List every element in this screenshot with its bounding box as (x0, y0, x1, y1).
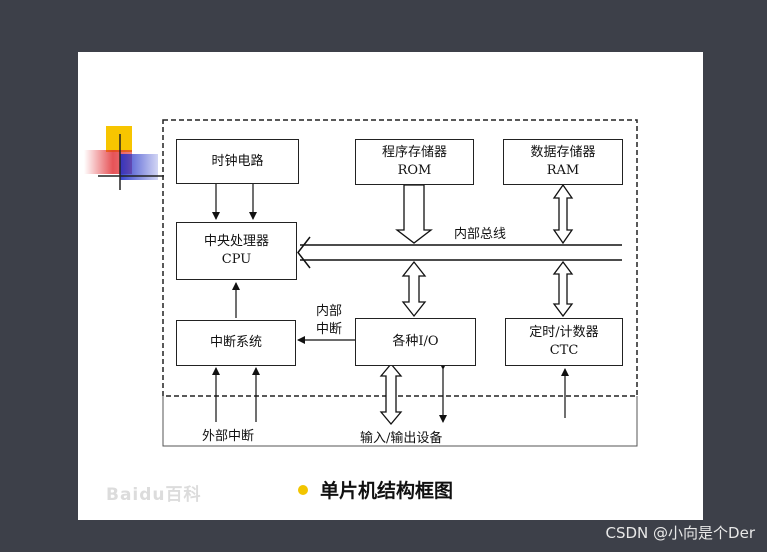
rom-bus-arrow (395, 184, 433, 244)
cpu-sublabel: CPU (221, 252, 252, 267)
ctc-sublabel: CTC (549, 343, 579, 358)
outer-frame (162, 396, 638, 447)
caption: 单片机结构框图 (298, 476, 453, 503)
internal-bus-label: 内部总线 (454, 227, 507, 242)
rom-sublabel: ROM (397, 163, 432, 178)
ctc-box: 定时/计数器 CTC (505, 318, 623, 366)
ctc-bus-arrow (552, 260, 574, 318)
interrupt-system-label: 中断系统 (209, 335, 262, 350)
rom-box: 程序存储器 ROM (355, 139, 474, 185)
cpu-box: 中央处理器 CPU (176, 222, 297, 280)
internal-interrupt-label-2: 中断 (316, 322, 343, 337)
decorative-squares-icon (84, 126, 164, 190)
interrupt-system-box: 中断系统 (176, 320, 296, 366)
internal-interrupt-label-1: 内部 (316, 304, 343, 319)
external-interrupt-label: 外部中断 (202, 429, 255, 444)
io-devices-label: 输入/输出设备 (360, 431, 443, 446)
ram-box: 数据存储器 RAM (503, 139, 623, 185)
io-bus-arrow (401, 260, 427, 318)
ram-sublabel: RAM (546, 163, 580, 178)
ram-bus-arrow (552, 183, 574, 245)
csdn-credit: CSDN @小向是个Der (605, 524, 755, 542)
baidu-watermark: Baidu百科 (106, 485, 202, 505)
io-devices-arrow (379, 362, 403, 426)
caption-title: 单片机结构框图 (320, 480, 454, 502)
diagram-slide: 时钟电路 程序存储器 ROM 数据存储器 RAM 中央处理器 CPU 中断系统 … (78, 52, 703, 520)
ctc-label: 定时/计数器 (529, 325, 599, 340)
io-label: 各种I/O (392, 334, 439, 349)
rom-label: 程序存储器 (381, 145, 447, 160)
bus-arrowhead (297, 236, 311, 269)
io-box: 各种I/O (355, 318, 476, 366)
diagram-lines (162, 119, 638, 447)
clock-circuit-label: 时钟电路 (211, 153, 264, 169)
caption-bullet-icon (298, 484, 308, 495)
clock-circuit-box: 时钟电路 (176, 139, 299, 184)
cpu-label: 中央处理器 (203, 234, 269, 249)
ram-label: 数据存储器 (530, 145, 596, 160)
system-boundary (162, 119, 638, 397)
